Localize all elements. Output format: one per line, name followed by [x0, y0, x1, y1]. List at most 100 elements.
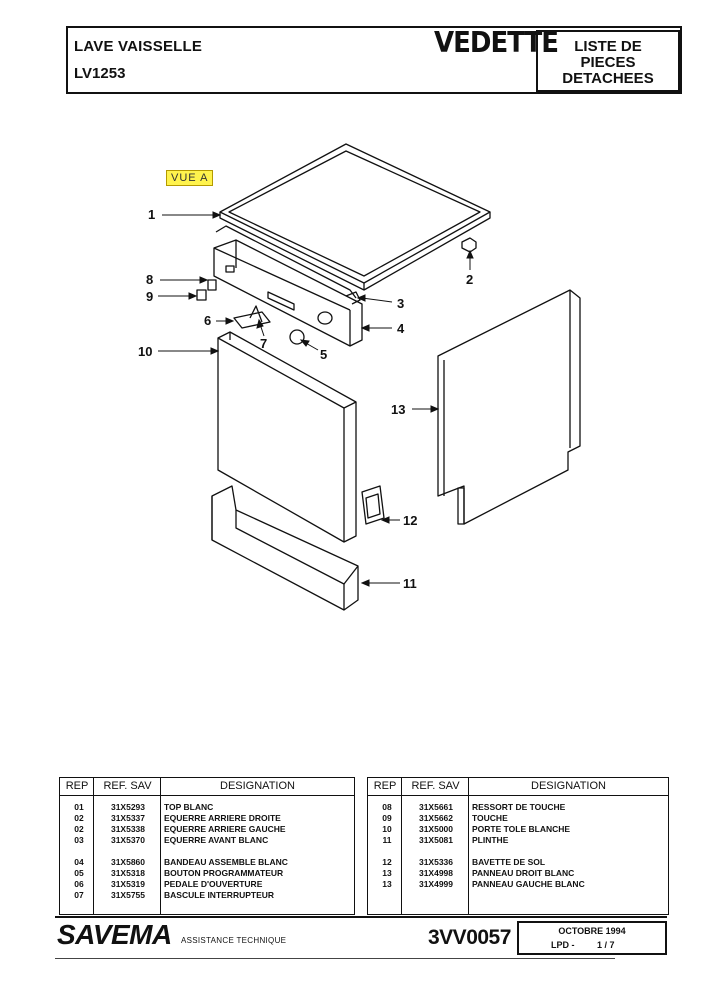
- cell-designation: EQUERRE AVANT BLANC: [164, 835, 269, 845]
- cell-rep: 10: [382, 824, 392, 834]
- part-door-drawing: [217, 331, 357, 543]
- cell-ref: 31X5319: [110, 879, 146, 889]
- cell-designation: RESSORT DE TOUCHE: [472, 802, 566, 812]
- header-ref: REF. SAV: [411, 780, 460, 792]
- part-bracket-drawing: [461, 237, 477, 253]
- callout-5: 5: [320, 347, 328, 362]
- brand-logo: VEDETTE: [434, 26, 559, 60]
- header-box: LAVE VAISSELLE LV1253 VEDETTE LISTE DE P…: [66, 26, 682, 94]
- table-row: 07 31X5755 BASCULE INTERRUPTEUR: [60, 890, 354, 901]
- callout-10: 10: [138, 344, 153, 359]
- table-row: 11 31X5081 PLINTHE: [368, 835, 668, 846]
- cell-rep: 12: [382, 857, 392, 867]
- bottom-rule: [55, 958, 615, 959]
- cell-ref: 31X5755: [110, 890, 146, 900]
- callout-7: 7: [260, 336, 268, 351]
- header-rep: REP: [373, 780, 397, 792]
- table-row: 05 31X5318 BOUTON PROGRAMMATEUR: [60, 868, 354, 879]
- cell-ref: 31X5661: [418, 802, 454, 812]
- page-number: 1 / 7: [597, 940, 615, 950]
- callout-13: 13: [391, 402, 406, 417]
- header-ref: REF. SAV: [103, 780, 152, 792]
- view-label: VUE A: [166, 170, 214, 186]
- cell-rep: 04: [74, 857, 84, 867]
- cell-rep: 05: [74, 868, 84, 878]
- cell-designation: TOP BLANC: [164, 802, 214, 812]
- cell-ref: 31X5337: [110, 813, 146, 823]
- callout-6: 6: [204, 313, 212, 328]
- table-row: 08 31X5661 RESSORT DE TOUCHE: [368, 802, 668, 813]
- model-number: LV1253: [74, 65, 126, 82]
- callout-3: 3: [397, 296, 405, 311]
- part-top-drawing: [219, 143, 491, 291]
- cell-rep: 02: [74, 813, 84, 823]
- cell-ref: 31X5000: [418, 824, 454, 834]
- header-rep: REP: [65, 780, 89, 792]
- cell-ref: 31X5338: [110, 824, 146, 834]
- part-plinth-drawing: [211, 485, 359, 611]
- cell-rep: 08: [382, 802, 392, 812]
- cell-ref: 31X5336: [418, 857, 454, 867]
- cell-designation: EQUERRE ARRIERE GAUCHE: [164, 824, 286, 834]
- cell-designation: BOUTON PROGRAMMATEUR: [164, 868, 284, 878]
- header-designation: DESIGNATION: [531, 780, 606, 792]
- doc-type-box: LISTE DE PIECES DETACHEES: [536, 30, 680, 92]
- cell-designation: BANDEAU ASSEMBLE BLANC: [164, 857, 288, 867]
- part-floor-bib-drawing: [361, 485, 385, 525]
- cell-rep: 02: [74, 824, 84, 834]
- table-row: 12 31X5336 BAVETTE DE SOL: [368, 857, 668, 868]
- lpd-label: LPD -: [551, 940, 575, 950]
- callout-8: 8: [146, 272, 154, 287]
- cell-rep: 13: [382, 879, 392, 889]
- cell-designation: PANNEAU DROIT BLANC: [472, 868, 575, 878]
- table-row: 02 31X5337 EQUERRE ARRIERE DROITE: [60, 813, 354, 824]
- parts-table-left: REP REF. SAV DESIGNATION 01 31X5293 TOP BL…: [59, 777, 355, 915]
- document-title: LAVE VAISSELLE: [74, 38, 203, 55]
- header-left: LAVE VAISSELLE LV1253 VEDETTE: [68, 27, 559, 92]
- cell-designation: EQUERRE ARRIERE DROITE: [164, 813, 281, 823]
- callout-12: 12: [403, 513, 418, 528]
- cell-ref: 31X5293: [110, 802, 146, 812]
- table-row: 10 31X5000 PORTE TOLE BLANCHE: [368, 824, 668, 835]
- cell-rep: 11: [382, 835, 392, 845]
- table-row: 06 31X5319 PEDALE D'OUVERTURE: [60, 879, 354, 890]
- cell-designation: PLINTHE: [472, 835, 509, 845]
- table-row: 01 31X5293 TOP BLANC: [60, 802, 354, 813]
- callout-1: 1: [148, 207, 156, 222]
- cell-designation: TOUCHE: [472, 813, 508, 823]
- document-code: 3VV0057: [428, 926, 511, 949]
- table-row: 04 31X5860 BANDEAU ASSEMBLE BLANC: [60, 857, 354, 868]
- doc-type-line-1: LISTE DE: [574, 38, 642, 55]
- cell-rep: 01: [74, 802, 84, 812]
- table-row: 02 31X5338 EQUERRE ARRIERE GAUCHE: [60, 824, 354, 835]
- header-designation: DESIGNATION: [220, 780, 295, 792]
- table-row: 03 31X5370 EQUERRE AVANT BLANC: [60, 835, 354, 846]
- cell-ref: 31X5081: [418, 835, 454, 845]
- cell-designation: PEDALE D'OUVERTURE: [164, 879, 263, 889]
- cell-ref: 31X5860: [110, 857, 146, 867]
- cell-ref: 31X4998: [418, 868, 454, 878]
- callout-2: 2: [466, 272, 474, 287]
- callout-11: 11: [403, 576, 417, 591]
- cell-ref: 31X4999: [418, 879, 454, 889]
- cell-ref: 31X5370: [110, 835, 146, 845]
- cell-rep: 13: [382, 868, 392, 878]
- cell-rep: 06: [74, 879, 84, 889]
- cell-designation: BASCULE INTERRUPTEUR: [164, 890, 275, 900]
- cell-ref: 31X5318: [110, 868, 146, 878]
- cell-rep: 09: [382, 813, 392, 823]
- cell-designation: PORTE TOLE BLANCHE: [472, 824, 571, 834]
- footer-rule: [55, 916, 667, 918]
- date-box: OCTOBRE 1994 LPD - 1 / 7: [517, 921, 667, 955]
- footer: SAVEMA ASSISTANCE TECHNIQUE 3VV0057 OCTO…: [55, 918, 669, 958]
- part-control-panel-drawing: [213, 239, 363, 347]
- part-side-panel-drawing: [437, 289, 581, 525]
- cell-rep: 03: [74, 835, 84, 845]
- cell-rep: 07: [74, 890, 84, 900]
- cell-designation: BAVETTE DE SOL: [472, 857, 546, 867]
- parts-table-right: REP REF. SAV DESIGNATION 08 31X5661 RESSOR…: [367, 777, 669, 915]
- doc-type-line-2: PIECES: [580, 54, 636, 71]
